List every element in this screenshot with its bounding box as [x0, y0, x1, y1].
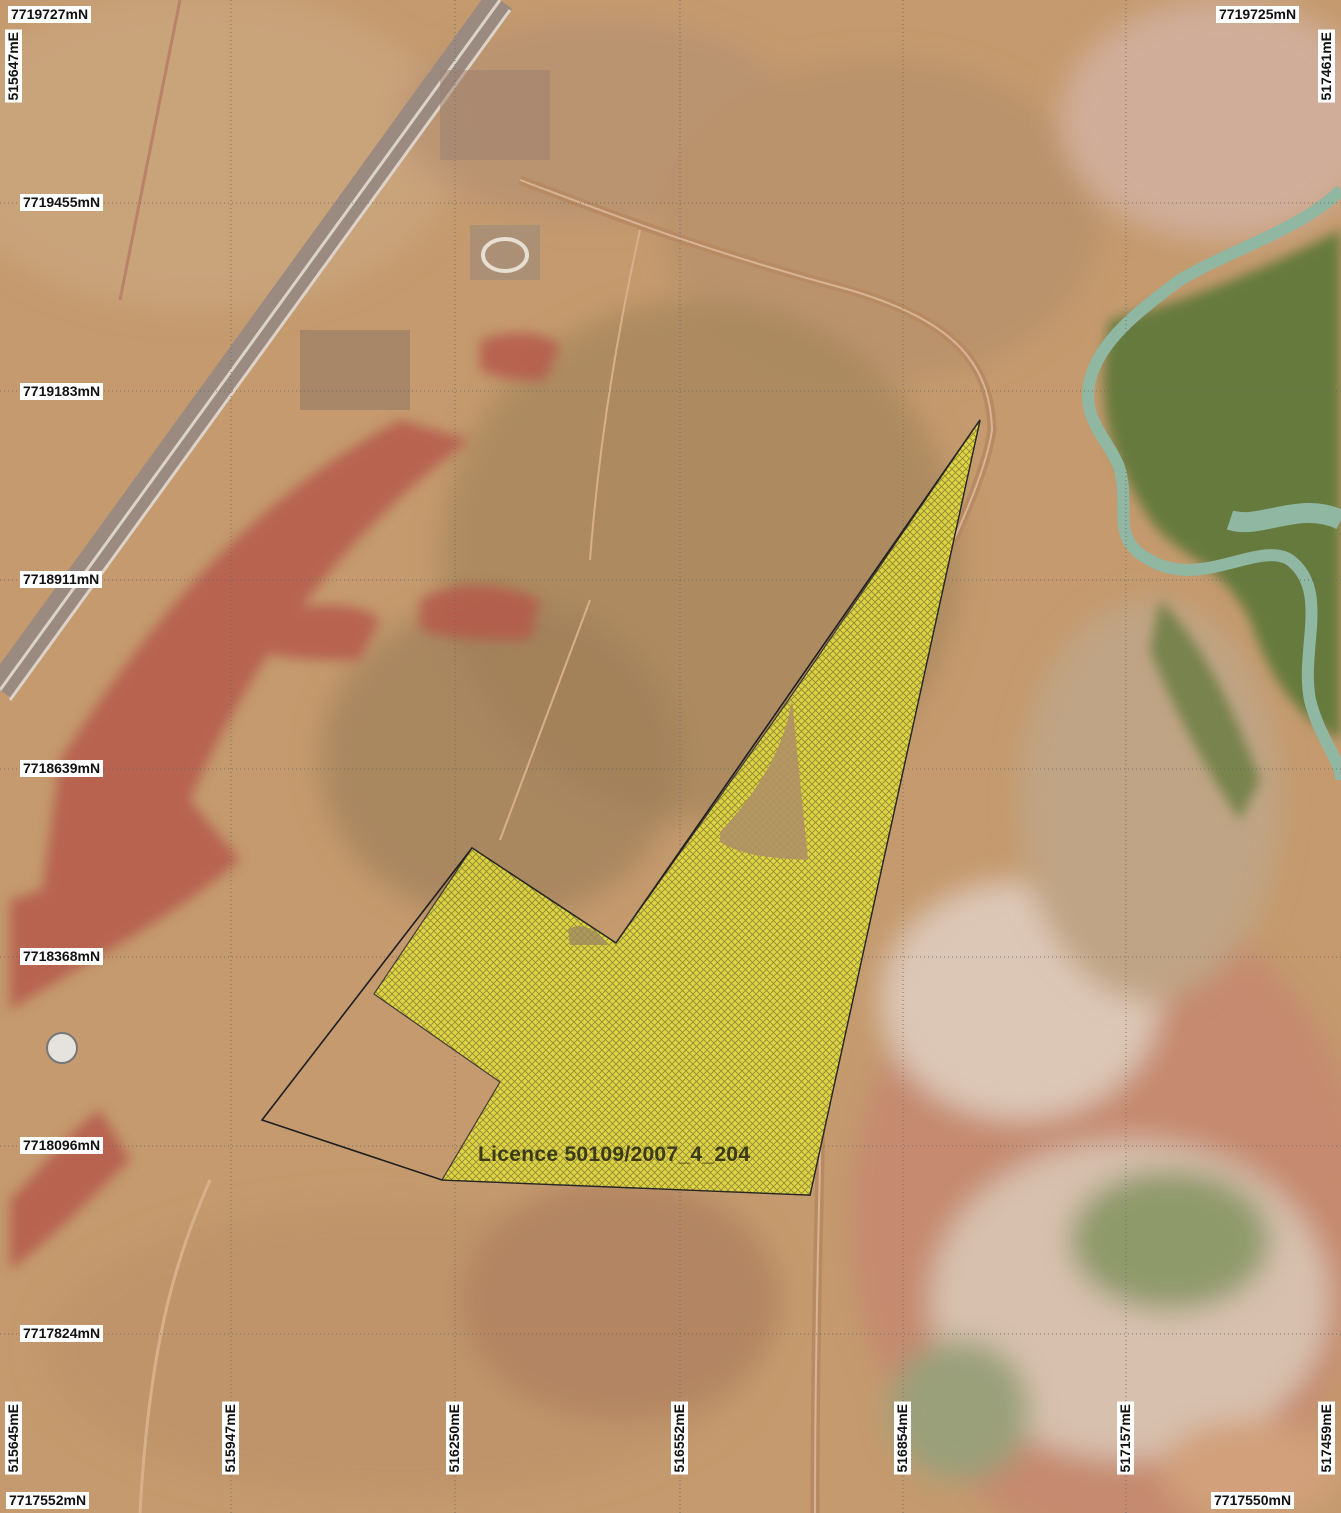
easting-label: 517459mE: [1318, 1402, 1335, 1475]
salt-pan: [850, 880, 1341, 1513]
river: [1082, 185, 1341, 781]
facilities: [46, 70, 550, 1064]
easting-top-left-label: 515647mE: [5, 30, 22, 103]
northing-label: 7718368mN: [20, 948, 104, 965]
easting-label: 515645mE: [5, 1402, 22, 1475]
easting-top-right-label: 517461mE: [1318, 30, 1335, 103]
northing-bottom-right-label: 7717550mN: [1211, 1492, 1295, 1509]
northing-label: 7718639mN: [20, 760, 104, 777]
easting-label: 516552mE: [671, 1402, 688, 1475]
northing-top-left-label: 7719727mN: [8, 6, 92, 23]
licence-exclusion: [720, 700, 808, 860]
licence-area: [373, 419, 981, 1196]
easting-label: 516854mE: [894, 1402, 911, 1475]
easting-label: 515947mE: [222, 1402, 239, 1475]
easting-label: 517157mE: [1117, 1402, 1134, 1475]
northing-top-right-label: 7719725mN: [1216, 6, 1300, 23]
licence-label: Licence 50109/2007_4_204: [478, 1143, 751, 1166]
easting-label: 516250mE: [446, 1402, 463, 1475]
northing-label: 7717824mN: [20, 1325, 104, 1342]
northing-label: 7719455mN: [20, 194, 104, 211]
northing-bottom-left-label: 7717552mN: [6, 1492, 90, 1509]
northing-label: 7718096mN: [20, 1137, 104, 1154]
northing-label: 7718911mN: [20, 571, 103, 588]
vegetation: [1103, 230, 1341, 820]
northing-label: 7719183mN: [20, 383, 104, 400]
